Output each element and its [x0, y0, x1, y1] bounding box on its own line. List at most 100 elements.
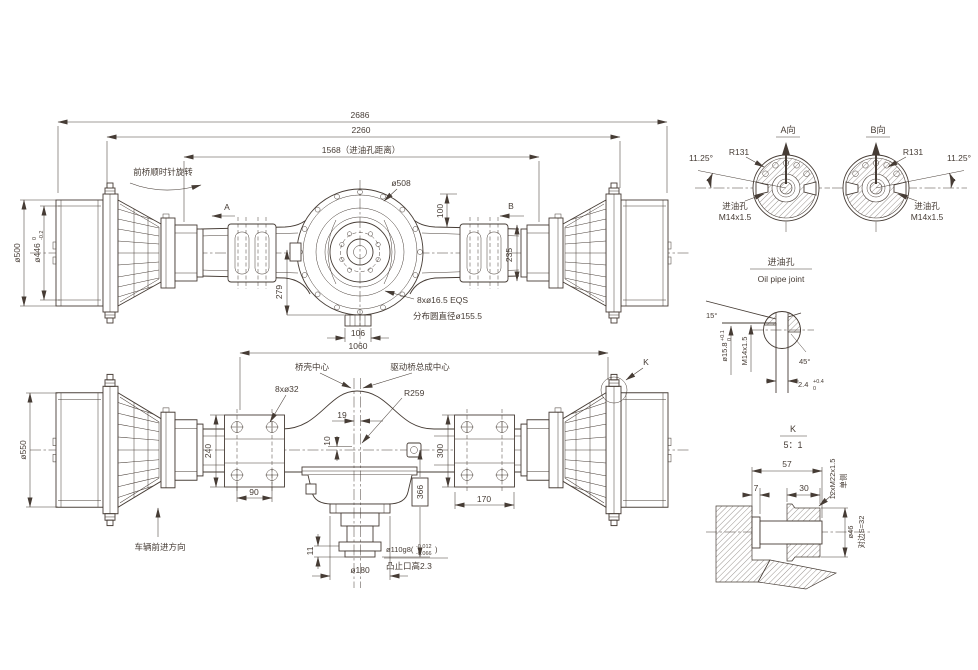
dim-11: 11 [305, 546, 315, 555]
nut-top-section [786, 503, 821, 522]
spring-plate-bottom-left [224, 408, 285, 494]
dim-100: 100 [435, 204, 445, 218]
spring-seat-top-left [227, 216, 277, 290]
svg-text:ø15.8: ø15.8 [720, 342, 729, 361]
dim-170: 170 [477, 494, 491, 504]
detail-k-dimensions: 57 7 30 12xM22x1.5 单侧 ø46 对边S=32 [742, 459, 866, 558]
cover-bolt-circle [297, 189, 423, 315]
stud-side-note: 单侧 [838, 474, 848, 489]
oil-joint-title-en: Oil pipe joint [758, 274, 805, 284]
view-a-oil-note: 进油孔 [722, 201, 748, 211]
oil-joint-title-cn: 进油孔 [767, 256, 794, 267]
nut-bottom-section [786, 543, 821, 562]
dim-cover-diameter: ø508 [391, 178, 411, 188]
carrier-sump [301, 466, 418, 558]
dim-30: 30 [799, 483, 809, 493]
oil-joint-chamfer: 45° [799, 357, 810, 366]
center-offset-lines [353, 378, 361, 588]
stud-shaft [759, 520, 823, 545]
dim-90: 90 [249, 487, 259, 497]
detail-k-title: K [790, 424, 796, 434]
spring-plate-bottom-right [454, 408, 515, 494]
dim-46: ø46 [846, 526, 855, 539]
bottom-view-dimensions: 1060 桥壳中心 驱动桥总成中心 R259 8xø32 19 10 240 9… [18, 341, 649, 580]
dim-oil-hole-span: 1568（进油孔距离） [322, 145, 400, 155]
view-b-thread: M14x1.5 [911, 212, 944, 222]
dim-drum-od-top: ø500 [12, 243, 22, 263]
view-b-radius: R131 [903, 147, 924, 157]
wheel-end-top-right [520, 182, 672, 324]
dim-10: 10 [322, 436, 332, 446]
housing-wall-wedge [757, 559, 838, 590]
view-b: B向 R131 11.25° 进油孔 M14x1.5 [832, 124, 971, 232]
detail-k-scale: 5：1 [783, 440, 802, 450]
wheel-end-bottom-left [52, 373, 204, 527]
stud-washer [751, 516, 761, 549]
oil-joint-bore: ø15.8 +0.1 0 [720, 330, 733, 361]
dim-300: 300 [435, 444, 445, 458]
svg-text:): ) [435, 545, 438, 554]
detail-k-label: K [643, 357, 649, 367]
flats-note: 对边S=32 [856, 516, 866, 549]
view-a-title: A向 [780, 124, 795, 135]
spring-seat-top-right [459, 216, 509, 290]
view-a-radius: R131 [729, 147, 750, 157]
stud-thread-note: 12xM22x1.5 [828, 459, 837, 500]
rotation-note: 前桥顺时针旋转 [133, 167, 193, 177]
oil-joint-depth: 2.4 +0.4 0 [798, 379, 824, 392]
svg-text:ø110g8(: ø110g8( [386, 545, 414, 554]
dim-235: 235 [504, 248, 514, 262]
detail-k-circle [600, 376, 628, 404]
diff-housing-top [289, 180, 424, 345]
svg-text:-0.066: -0.066 [416, 551, 432, 557]
hub-bolt-circle [339, 231, 381, 273]
bottom-tab [344, 314, 372, 327]
dim-19: 19 [337, 410, 347, 420]
svg-text:-0.2: -0.2 [39, 231, 45, 240]
dim-flange-span: 2260 [352, 125, 371, 135]
view-a-thread: M14x1.5 [719, 212, 752, 222]
direction-note: 车辆前进方向 [134, 542, 185, 552]
view-b-oil-note: 进油孔 [914, 201, 940, 211]
svg-text:0: 0 [813, 386, 816, 392]
plate-bolt-note: 8xø32 [275, 384, 299, 394]
dim-279: 279 [274, 285, 284, 299]
dim-180: ø180 [350, 565, 370, 575]
dim-1060: 1060 [349, 341, 368, 351]
dim-drum-od-bottom: ø550 [18, 440, 28, 460]
section-a-label: A [224, 202, 230, 212]
oil-joint-thread: M14x1.5 [740, 337, 749, 366]
oil-joint-angle-top: 15° [706, 311, 717, 320]
assembly-center-note: 驱动桥总成中心 [390, 362, 450, 372]
dim-57: 57 [782, 459, 792, 469]
svg-text:+0.1: +0.1 [720, 330, 726, 341]
svg-text:0: 0 [32, 237, 38, 240]
view-a-angle: 11.25° [689, 153, 713, 163]
oil-pipe-joint-detail: 进油孔 Oil pipe joint 15° ø15.8 +0.1 0 M14x… [705, 256, 824, 393]
top-view-dimensions: 2686 2260 1568（进油孔距离） 前桥顺时针旋转 A B ø508 1… [12, 110, 668, 342]
dim-r259: R259 [404, 388, 425, 398]
view-b-title: B向 [870, 124, 885, 135]
dim-106: 106 [351, 328, 365, 338]
cover-bolt-circle-note: 分布圆直径ø155.5 [413, 311, 482, 321]
clevis-bracket [406, 442, 422, 458]
view-a: A向 R131 11.25° 进油孔 M14x1.5 [689, 124, 830, 232]
wheel-end-bottom-right [520, 373, 672, 527]
dim-366: 366 [415, 485, 425, 499]
housing-center-note: 桥壳中心 [295, 362, 330, 372]
detail-k-view: K 5：1 57 7 30 12xM22x1.5 单侧 ø46 对边S=32 [706, 424, 872, 590]
section-b-label: B [508, 201, 514, 211]
bottom-view: 1060 桥壳中心 驱动桥总成中心 R259 8xø32 19 10 240 9… [18, 341, 690, 588]
dim-overall-length: 2686 [351, 110, 370, 120]
top-view: 2686 2260 1568（进油孔距离） 前桥顺时针旋转 A B ø508 1… [12, 110, 690, 345]
view-b-angle: 11.25° [947, 153, 971, 163]
spigot-note: 凸止口高2.3 [386, 561, 432, 571]
svg-text:+0.4: +0.4 [813, 379, 824, 385]
dim-drum-id-top: ø446 0 -0.2 [32, 231, 45, 263]
svg-text:0: 0 [727, 338, 733, 341]
dim-240: 240 [203, 444, 213, 458]
svg-text:2.4: 2.4 [798, 380, 808, 389]
housing-nub [289, 242, 302, 262]
